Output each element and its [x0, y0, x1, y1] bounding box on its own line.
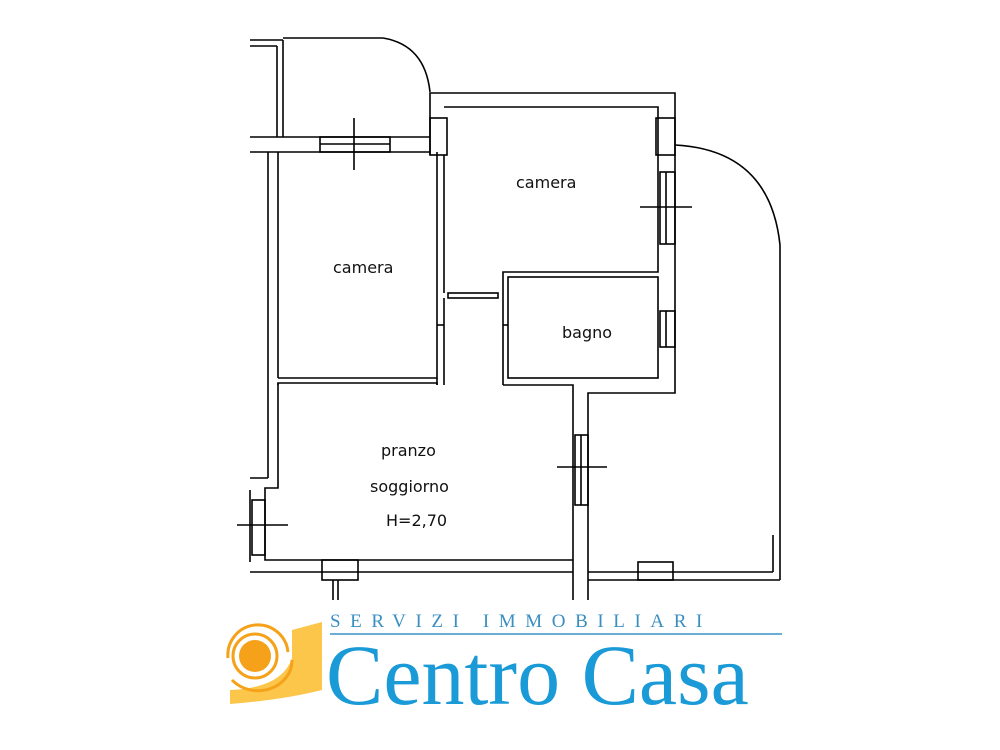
ceiling-height-label: H=2,70: [386, 511, 448, 530]
room-label-pranzo: pranzo: [381, 441, 436, 460]
room-label-bagno: bagno: [562, 323, 613, 342]
terrace-top-left: [250, 37, 431, 137]
pillar: [429, 117, 448, 156]
logo-tagline: SERVIZI IMMOBILIARI: [330, 611, 712, 632]
window: [659, 171, 676, 245]
logo-brand-name: Centro Casa: [326, 627, 749, 723]
door: [637, 561, 674, 581]
room-label-camera-right: camera: [516, 173, 577, 192]
wall-top-left: [250, 118, 430, 170]
terrace-arc: [382, 37, 431, 93]
window: [251, 499, 266, 556]
sun-emblem-icon: [226, 622, 322, 704]
pillar: [655, 117, 676, 156]
room-label-camera-left: camera: [333, 258, 394, 277]
tagline-rule: [330, 633, 782, 635]
window: [659, 310, 676, 348]
door: [447, 292, 499, 299]
room-label-soggiorno: soggiorno: [370, 477, 449, 496]
balcony-arc: [674, 144, 781, 246]
door: [321, 559, 359, 581]
